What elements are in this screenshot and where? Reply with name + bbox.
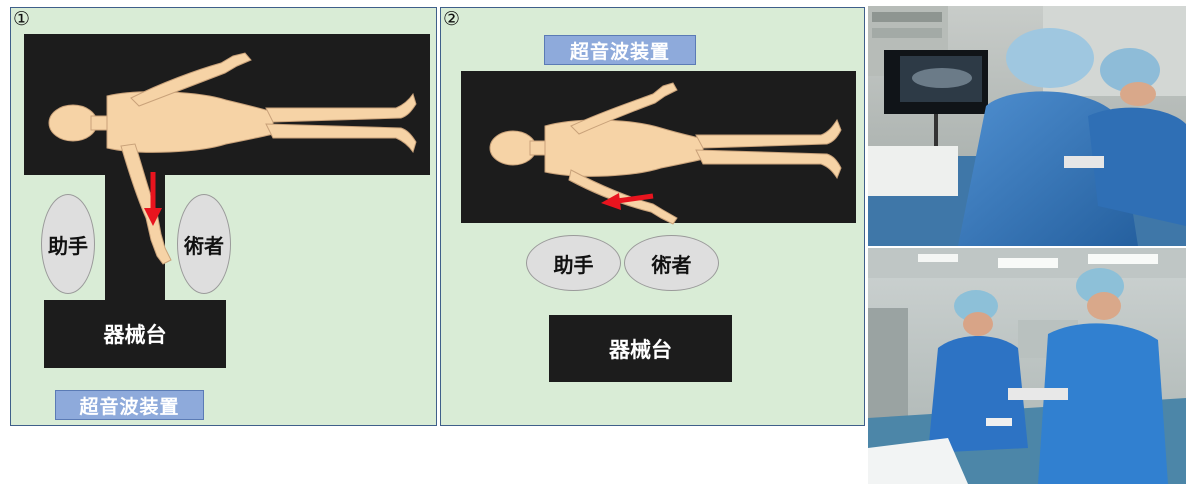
diagram-panel-2: ② 超音波装置 助手 術者 器械台 — [440, 7, 865, 426]
surgeon-position: 術者 — [624, 235, 719, 291]
surgeon-label: 術者 — [652, 249, 692, 278]
patient-figure — [441, 8, 866, 238]
operating-room-surgeons-photo — [868, 248, 1186, 484]
diagram-panel-1: ① 助手 術者 器械台 超音波装置 — [10, 7, 437, 426]
assistant-label: 助手 — [554, 249, 594, 278]
operating-room-ultrasound-photo — [868, 6, 1186, 246]
assistant-position: 助手 — [526, 235, 621, 291]
surgeon-position: 術者 — [177, 194, 231, 294]
assistant-label: 助手 — [48, 230, 88, 259]
instrument-table-label: 器械台 — [549, 315, 732, 382]
surgeon-label: 術者 — [184, 230, 224, 259]
instrument-table-label: 器械台 — [44, 300, 226, 368]
ultrasound-device-label: 超音波装置 — [55, 390, 204, 420]
assistant-position: 助手 — [41, 194, 95, 294]
